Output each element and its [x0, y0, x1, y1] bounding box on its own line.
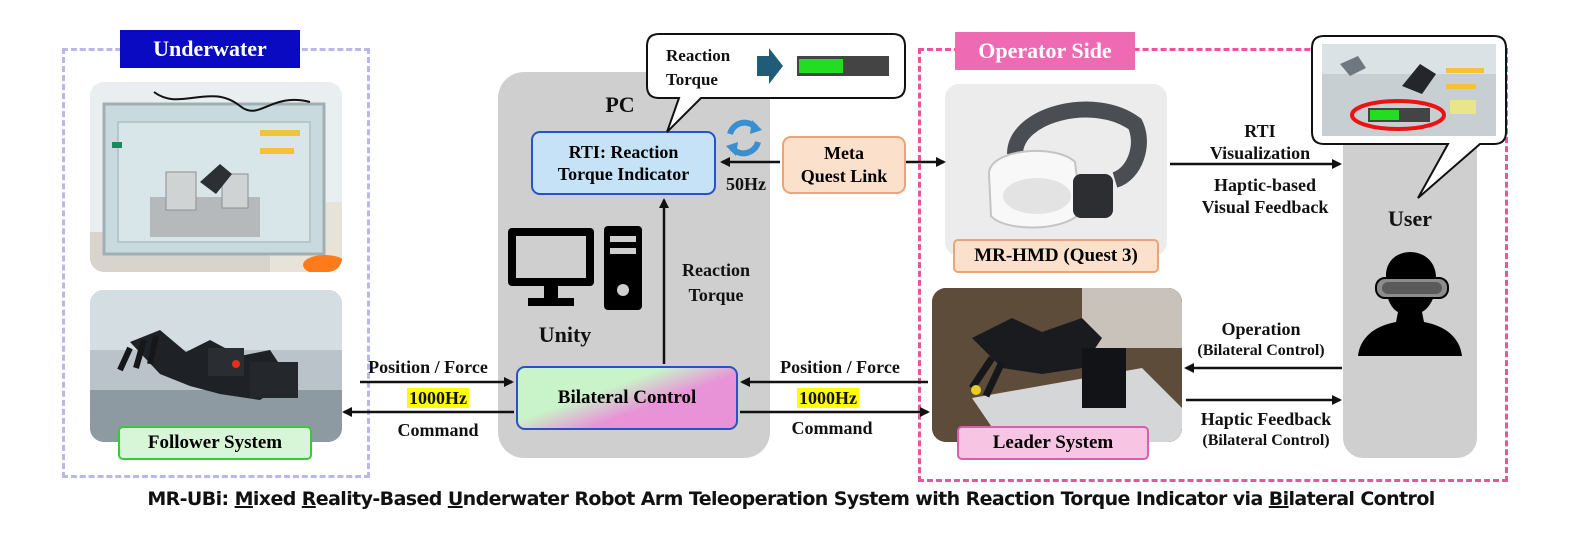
user-avatar-icon	[1358, 236, 1462, 356]
follower-rate: 1000Hz	[407, 388, 469, 408]
operation-line1: Operation	[1221, 319, 1301, 339]
unity-label: Unity	[538, 322, 592, 347]
rti-vis-line2: Visualization	[1209, 143, 1311, 163]
refresh-icon	[722, 116, 766, 160]
view-torque-bar-fill	[1370, 110, 1399, 120]
leader-system-label: Leader System	[957, 426, 1149, 460]
rate-50hz: 50Hz	[726, 174, 766, 194]
reaction-torque-line1: Reaction	[682, 260, 750, 280]
pc-title: PC	[605, 92, 635, 117]
follower-robot-photo	[90, 290, 342, 442]
caption-part: U	[447, 488, 463, 510]
underwater-label: Underwater	[120, 30, 300, 68]
haptic-visual-line1: Haptic-based	[1213, 175, 1316, 195]
highlight-ring	[1350, 99, 1446, 131]
underwater-tank-photo	[90, 82, 342, 272]
callout-label: Reaction Torque	[666, 44, 738, 92]
reaction-torque-callout	[645, 32, 907, 138]
hmd-photo	[945, 84, 1167, 256]
operation-line2: (Bilateral Control)	[1197, 342, 1325, 359]
meta-quest-link-box: Meta Quest Link	[782, 136, 906, 194]
caption-part: Bi	[1268, 488, 1289, 510]
haptic-visual-feedback-label: Haptic-based Visual Feedback	[1180, 174, 1350, 218]
reaction-torque-label: Reaction Torque	[674, 258, 758, 308]
caption-part: eality-Based	[315, 488, 448, 510]
mr-hmd-label: MR-HMD (Quest 3)	[953, 239, 1159, 273]
caption-part: lateral Control	[1288, 488, 1436, 510]
leader-rate: 1000Hz	[797, 388, 859, 408]
follower-command: Command	[397, 420, 479, 440]
rti-box-line1: RTI: Reaction	[568, 142, 679, 162]
user-label: User	[1388, 206, 1432, 231]
caption-part: MR-UBi:	[147, 488, 235, 510]
haptic-feedback-line1: Haptic Feedback	[1200, 409, 1332, 429]
caption-part: R	[301, 488, 317, 510]
leader-command: Command	[791, 418, 873, 438]
rti-visualization-label: RTI Visualization	[1180, 120, 1340, 164]
callout-torque-bar-fill	[799, 59, 843, 73]
bilateral-control-box: Bilateral Control	[516, 366, 738, 430]
haptic-feedback-line2: (Bilateral Control)	[1202, 432, 1330, 449]
reaction-torque-line2: Torque	[688, 285, 744, 305]
callout-label-line2: Torque	[666, 70, 718, 89]
follower-system-label: Follower System	[118, 426, 312, 460]
caption-part: ixed	[252, 488, 302, 510]
user-view-callout	[1310, 34, 1508, 200]
operation-label: Operation (Bilateral Control)	[1178, 318, 1344, 362]
figure-caption: MR-UBi: Mixed Reality-Based Underwater R…	[0, 488, 1582, 510]
leader-robot-photo	[932, 288, 1182, 442]
caption-part: M	[234, 488, 254, 510]
callout-label-line1: Reaction	[666, 46, 731, 65]
meta-line2: Quest Link	[800, 166, 888, 186]
computer-icon	[504, 226, 644, 312]
haptic-feedback-label: Haptic Feedback (Bilateral Control)	[1178, 408, 1354, 452]
operator-side-label: Operator Side	[955, 32, 1135, 70]
rti-box: RTI: Reaction Torque Indicator	[531, 131, 716, 195]
operator-side-region	[918, 48, 1508, 482]
leader-position-force: Position / Force	[780, 357, 900, 377]
meta-line1: Meta	[824, 143, 864, 163]
rti-vis-line1: RTI	[1244, 121, 1276, 141]
caption-part: nderwater Robot Arm Teleoperation System…	[462, 488, 1269, 510]
follower-position-force: Position / Force	[368, 357, 488, 377]
rti-box-line2: Torque Indicator	[557, 164, 690, 184]
haptic-visual-line2: Visual Feedback	[1201, 197, 1329, 217]
